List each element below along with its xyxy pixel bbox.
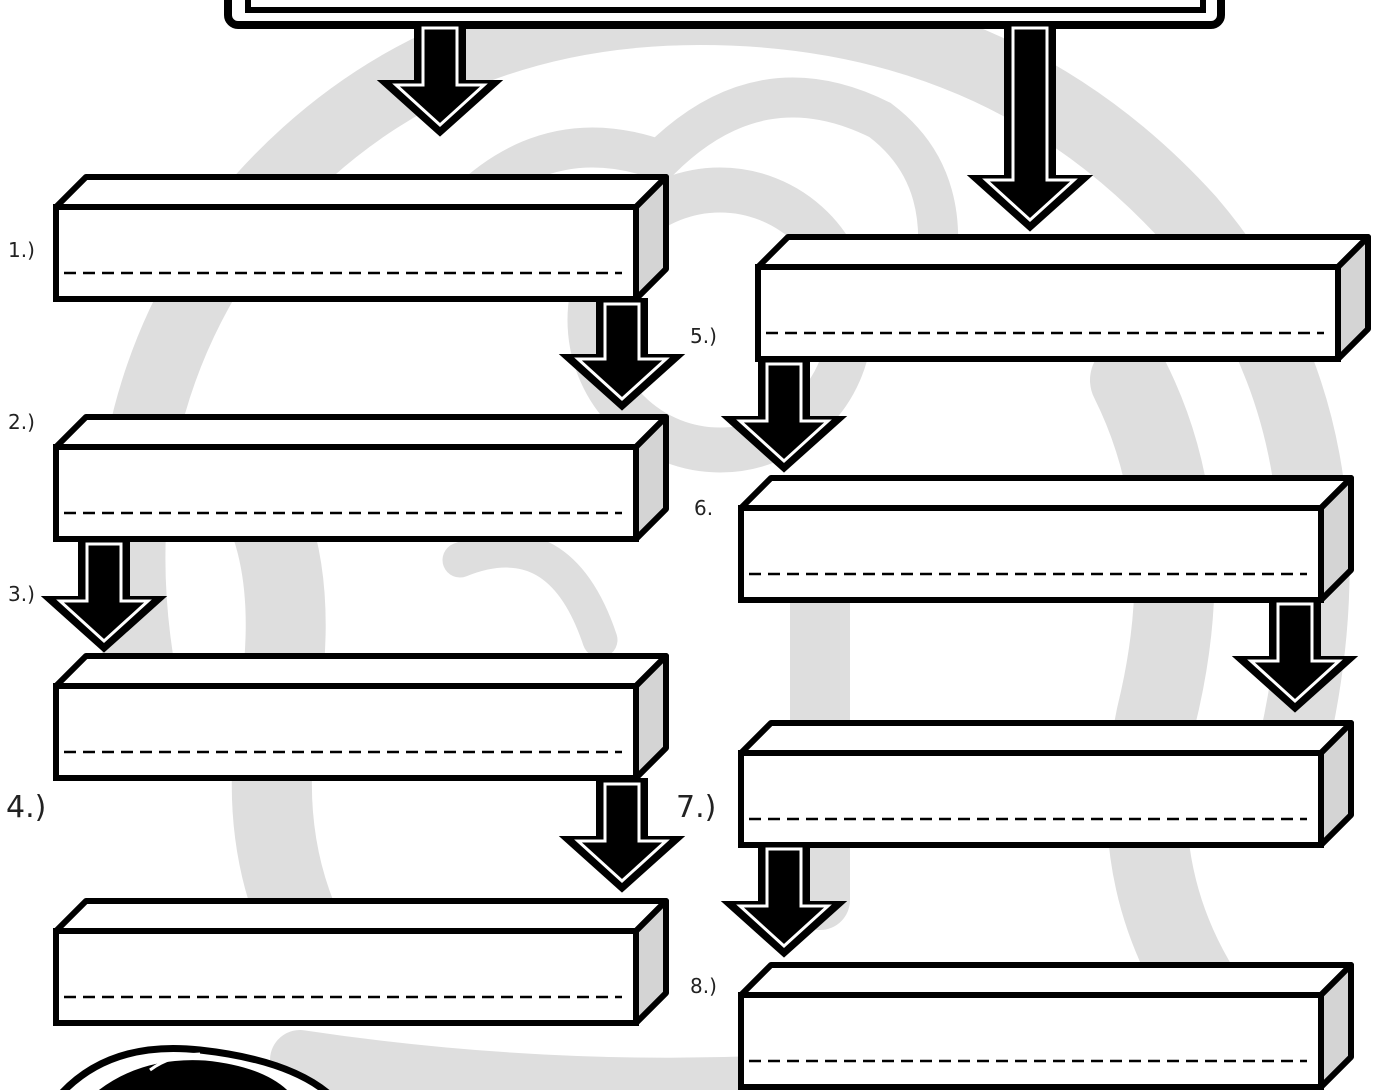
step-box-1: [56, 177, 666, 299]
step-box-3: [56, 656, 666, 778]
step-number-8: 8.): [690, 974, 717, 998]
step-box-6: [741, 478, 1351, 600]
step-number-1: 1.): [8, 238, 35, 262]
step-box-5: [758, 237, 1368, 359]
step-number-4: 4.): [6, 790, 46, 825]
step-box-8: [741, 965, 1351, 1087]
step-number-7: 7.): [676, 790, 716, 825]
step-box-2: [56, 417, 666, 539]
step-number-2: 2.): [8, 410, 35, 434]
step-box-4: [56, 901, 666, 1023]
step-box-7: [741, 723, 1351, 845]
flow-arrow-6: [564, 780, 680, 890]
title-box: [228, 0, 1221, 25]
step-number-3: 3.): [8, 582, 35, 606]
step-number-6: 6.: [694, 496, 713, 520]
step-number-5: 5.): [690, 324, 717, 348]
